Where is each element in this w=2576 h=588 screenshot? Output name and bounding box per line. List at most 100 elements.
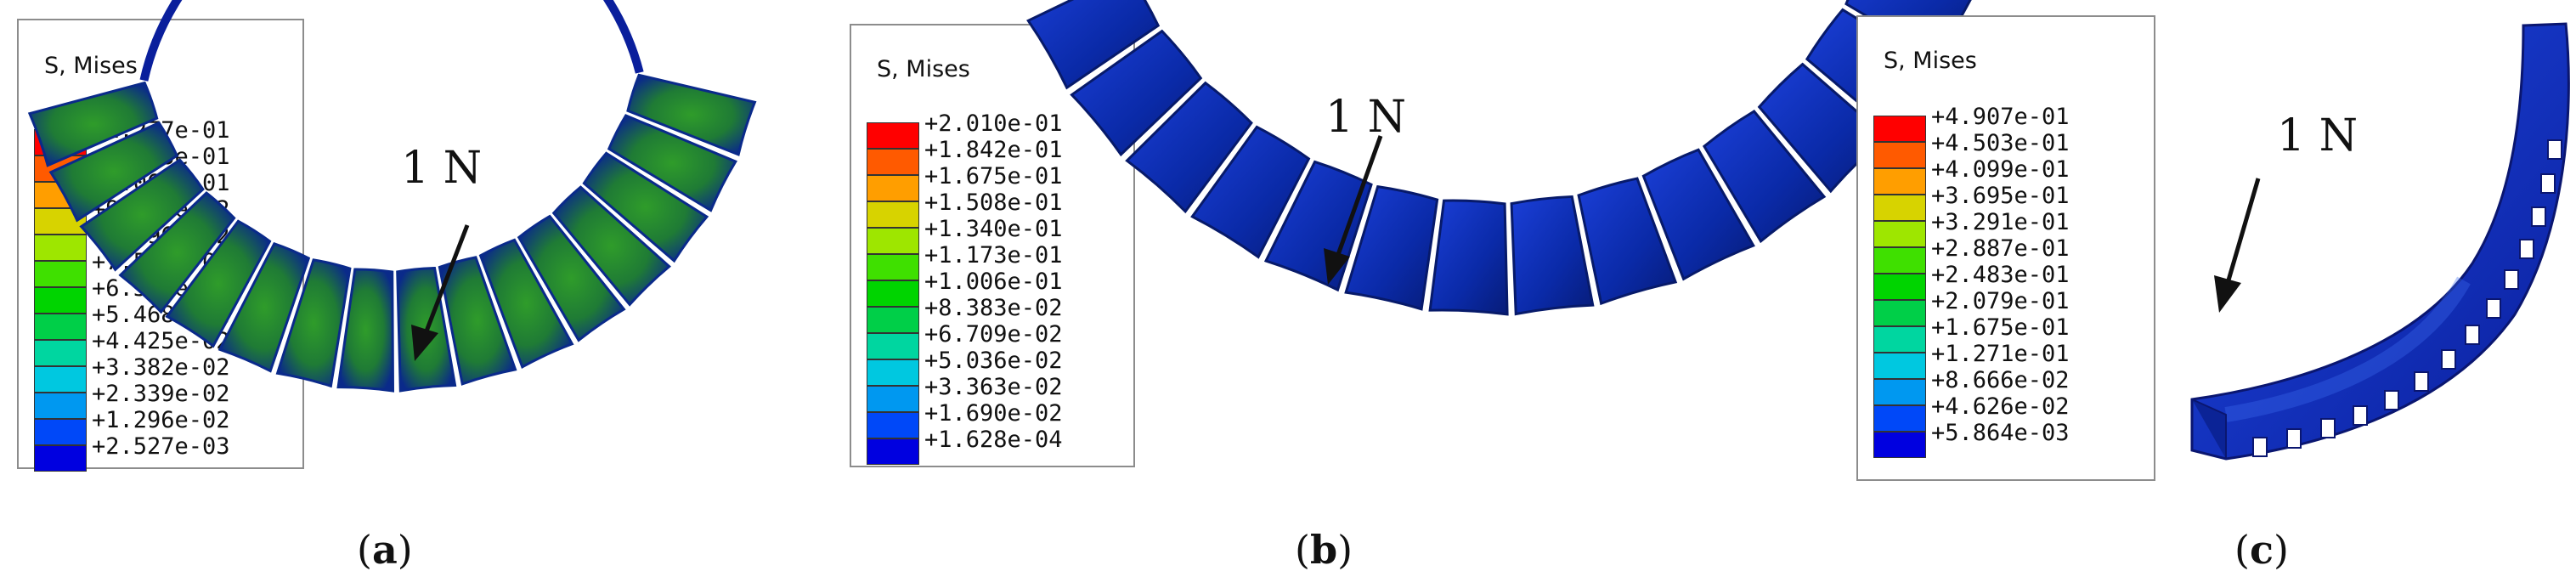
legend-value: +1.628e-04 — [924, 427, 1063, 453]
legend-swatch — [867, 254, 919, 280]
tooth-notch — [2384, 390, 2399, 410]
legend-title: S, Mises — [877, 56, 970, 82]
legend-value: +1.271e-01 — [1931, 341, 2070, 367]
legend-row: +2.527e-03 — [19, 433, 302, 472]
legend-value: +3.695e-01 — [1931, 183, 2070, 209]
legend-row: +4.503e-01 — [1858, 130, 2154, 168]
finger-body-c — [2190, 22, 2570, 461]
legend-value: +5.036e-02 — [924, 348, 1063, 374]
legend-swatch — [34, 287, 87, 314]
legend-value: +3.363e-02 — [924, 374, 1063, 400]
legend-value: +1.508e-01 — [924, 189, 1063, 216]
legend-value: +1.006e-01 — [924, 269, 1063, 295]
legend-row: +5.036e-02 — [851, 348, 1133, 386]
legend-swatch — [867, 122, 919, 149]
legend-swatch — [1873, 274, 1926, 300]
finger-segment — [1344, 184, 1439, 311]
legend-swatch — [867, 280, 919, 307]
legend-row: +8.666e-02 — [1858, 367, 2154, 405]
finger-segment — [217, 241, 311, 373]
legend-value: +3.382e-02 — [92, 354, 230, 381]
legend-value: +3.291e-01 — [1931, 209, 2070, 235]
legend-value: +1.690e-02 — [924, 400, 1063, 427]
legend-title: S, Mises — [44, 53, 138, 79]
force-label-c: 1 N — [2277, 110, 2359, 161]
finger-segment — [1428, 199, 1509, 316]
tooth-notch — [2320, 418, 2336, 438]
finger-segment — [48, 121, 179, 223]
finger-segment — [336, 268, 395, 393]
tooth-notch — [2531, 206, 2546, 227]
force-arrow-b — [1333, 135, 1383, 263]
legend-value: +2.527e-03 — [92, 433, 230, 460]
legend-value: +5.864e-03 — [1931, 420, 2070, 446]
legend-swatch — [1873, 353, 1926, 379]
legend-value: +1.675e-01 — [924, 163, 1063, 189]
gripper-finger-c — [2190, 22, 2570, 461]
legend-swatch — [867, 359, 919, 386]
legend-row: +3.695e-01 — [1858, 183, 2154, 221]
arrowhead-icon — [411, 325, 438, 361]
legend-row: +2.483e-01 — [1858, 262, 2154, 300]
legend-swatch — [1873, 195, 1926, 221]
legend-value: +8.666e-02 — [1931, 367, 2070, 393]
legend-swatch — [867, 228, 919, 254]
legend-swatch — [867, 149, 919, 175]
legend-swatch — [1873, 116, 1926, 142]
legend-value: +2.079e-01 — [1931, 288, 2070, 314]
legend-row: +3.291e-01 — [1858, 209, 2154, 247]
tooth-notch — [2414, 371, 2429, 392]
finger-segment — [1702, 110, 1827, 244]
finger-segment — [1125, 81, 1253, 214]
legend-swatch — [867, 438, 919, 465]
force-label-b: 1 N — [1325, 92, 1407, 143]
legend-value: +4.907e-01 — [1931, 104, 2070, 130]
finger-segment — [626, 73, 757, 156]
legend-swatch — [34, 340, 87, 366]
legend-row: +4.626e-02 — [1858, 393, 2154, 432]
legend-swatch — [867, 307, 919, 333]
legend-value: +4.503e-01 — [1931, 130, 2070, 156]
legend-value: +1.842e-01 — [924, 137, 1063, 163]
finger-segment — [517, 214, 626, 342]
legend-value: +4.626e-02 — [1931, 393, 2070, 420]
finger-segments-b — [1026, 0, 1972, 316]
legend-row: +5.864e-03 — [1858, 420, 2154, 458]
legend-value: +2.887e-01 — [1931, 235, 2070, 262]
tooth-notch — [2441, 349, 2456, 370]
legend-row: +1.842e-01 — [851, 137, 1133, 175]
arrowhead-icon — [2214, 275, 2241, 313]
finger-segment — [275, 258, 352, 388]
legend-row: +1.675e-01 — [851, 163, 1133, 201]
legend-row: +1.628e-04 — [851, 427, 1133, 465]
legend-value: +6.709e-02 — [924, 321, 1063, 348]
finger-segment — [1190, 125, 1311, 259]
tooth-notch — [2504, 269, 2519, 290]
legend-row: +1.173e-01 — [851, 242, 1133, 280]
legend-row: +2.887e-01 — [1858, 235, 2154, 274]
legend-value: +1.296e-02 — [92, 407, 230, 433]
legend-swatch — [34, 261, 87, 287]
finger-segment — [551, 185, 671, 307]
legend-title: S, Mises — [1884, 48, 1977, 74]
caption-c: (c) — [2234, 527, 2289, 573]
legend-value: +8.383e-02 — [924, 295, 1063, 321]
legend-value: +1.340e-01 — [924, 216, 1063, 242]
legend-row: +2.339e-02 — [19, 381, 302, 419]
legend-row: +1.271e-01 — [1858, 341, 2154, 379]
arrowhead-icon — [1324, 248, 1350, 285]
finger-segment — [582, 151, 709, 263]
gripper-finger-b — [1026, 0, 1972, 316]
legend-value: +2.339e-02 — [92, 381, 230, 407]
finger-segment — [79, 158, 205, 272]
finger-segment — [1510, 195, 1595, 316]
legend-row: +1.006e-01 — [851, 269, 1133, 307]
finger-segment — [118, 191, 236, 314]
legend-swatch — [34, 314, 87, 340]
tooth-notch — [2547, 139, 2562, 160]
legend-value: +1.173e-01 — [924, 242, 1063, 269]
legend-swatch — [1873, 221, 1926, 247]
legend-swatch — [34, 445, 87, 472]
legend-row: +3.382e-02 — [19, 354, 302, 393]
tooth-notch — [2286, 428, 2302, 449]
